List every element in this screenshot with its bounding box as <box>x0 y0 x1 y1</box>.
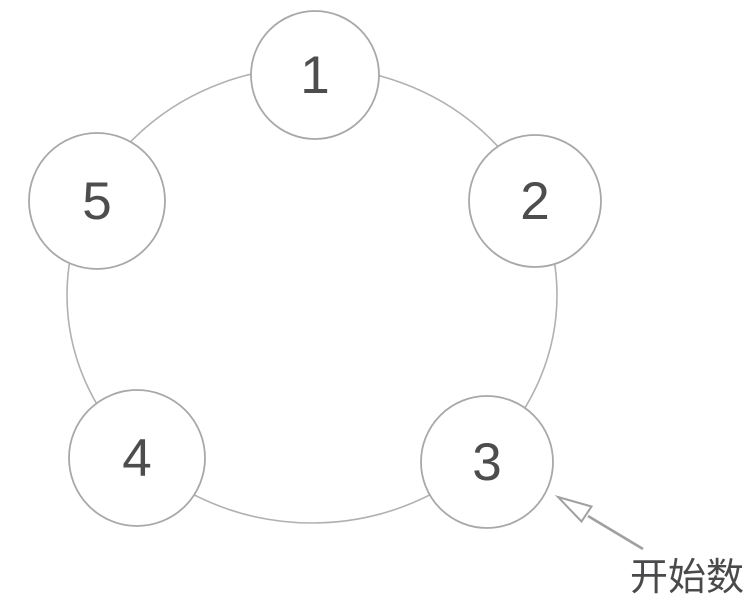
start-annotation-label: 开始数 <box>630 557 744 599</box>
node-5: 5 <box>28 132 166 270</box>
start-arrow <box>554 495 644 551</box>
node-4-label: 4 <box>122 429 151 488</box>
node-5-circle <box>28 132 166 270</box>
node-2-label: 2 <box>520 172 549 231</box>
node-3-circle <box>420 395 554 529</box>
node-2-circle <box>468 134 602 268</box>
node-4: 4 <box>68 389 206 527</box>
start-arrow-head-icon <box>554 495 594 524</box>
node-1: 1 <box>250 10 380 140</box>
node-1-circle <box>250 10 380 140</box>
node-5-label: 5 <box>82 172 111 231</box>
node-3: 3 <box>420 395 554 529</box>
node-3-label: 3 <box>472 433 501 492</box>
node-4-circle <box>68 389 206 527</box>
start-arrow-shaft <box>587 514 644 551</box>
node-1-label: 1 <box>300 46 329 105</box>
node-2: 2 <box>468 134 602 268</box>
